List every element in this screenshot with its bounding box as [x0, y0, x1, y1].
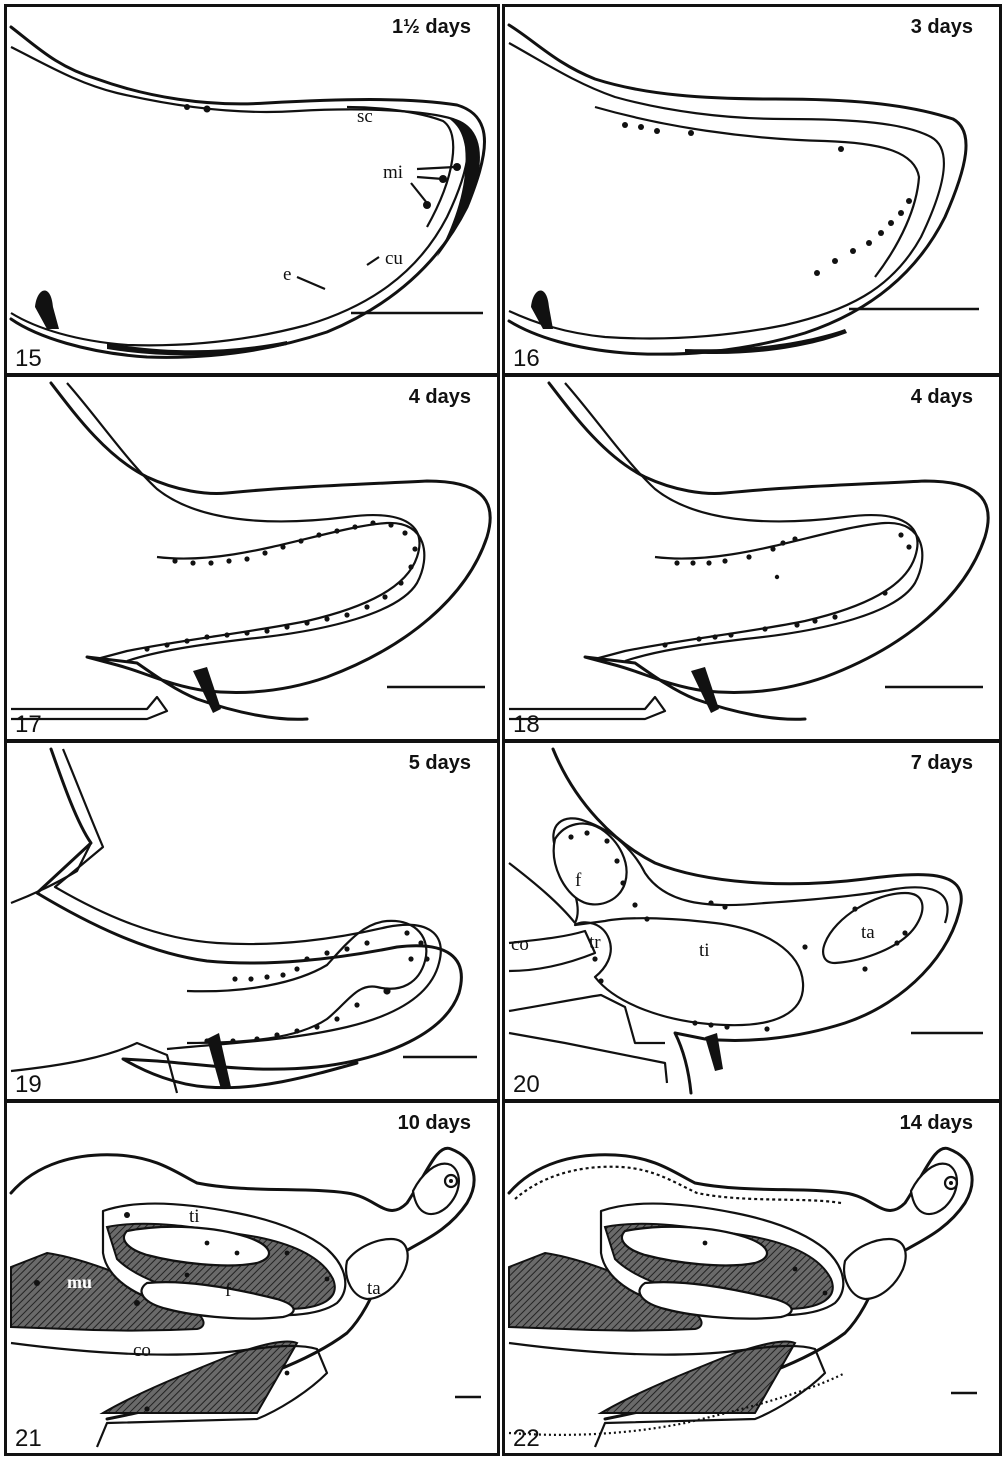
- leg-section-drawing: [7, 743, 497, 1099]
- panel-17: 4 days 17: [4, 374, 500, 742]
- label-e: e: [283, 265, 291, 284]
- panel-number: 16: [513, 347, 540, 371]
- age-label: 1½ days: [392, 17, 471, 37]
- panel-number: 20: [513, 1073, 540, 1097]
- label-mu: mu: [67, 1273, 92, 1291]
- age-label: 3 days: [911, 17, 973, 37]
- leg-section-drawing: [7, 7, 497, 373]
- panel-number: 22: [513, 1427, 540, 1451]
- leg-section-drawing: [7, 377, 497, 739]
- label-ta: ta: [861, 923, 875, 942]
- label-ti: ti: [189, 1207, 200, 1226]
- panel-21: 10 days ti mu f ta co 21: [4, 1100, 500, 1456]
- age-label: 10 days: [398, 1113, 471, 1133]
- leg-section-drawing: [505, 7, 999, 373]
- panel-22: 14 days 22: [502, 1100, 1002, 1456]
- label-tr: tr: [589, 933, 601, 952]
- label-ta: ta: [367, 1279, 381, 1298]
- panel-number: 15: [15, 347, 42, 371]
- age-label: 5 days: [409, 753, 471, 773]
- panel-18: 4 days 18: [502, 374, 1002, 742]
- panel-20: 7 days co f tr ti ta 20: [502, 740, 1002, 1102]
- leg-section-drawing: [505, 377, 999, 739]
- label-f: f: [575, 871, 581, 890]
- panel-19: 5 days 19: [4, 740, 500, 1102]
- label-mi: mi: [383, 163, 403, 182]
- age-label: 7 days: [911, 753, 973, 773]
- panel-number: 18: [513, 713, 540, 737]
- cell-dots: [144, 520, 417, 651]
- age-label: 4 days: [409, 387, 471, 407]
- label-co: co: [511, 935, 529, 954]
- label-cu: cu: [385, 249, 403, 268]
- age-label: 4 days: [911, 387, 973, 407]
- panel-number: 17: [15, 713, 42, 737]
- label-co: co: [133, 1341, 151, 1360]
- label-sc: sc: [357, 107, 373, 126]
- label-ti: ti: [699, 941, 710, 960]
- leg-section-drawing: [505, 1103, 999, 1453]
- cell-dots: [662, 532, 911, 647]
- panel-16: 3 days 16: [502, 4, 1002, 376]
- label-f: f: [225, 1281, 231, 1300]
- age-label: 14 days: [900, 1113, 973, 1133]
- leg-section-drawing: [505, 743, 999, 1099]
- panel-number: 19: [15, 1073, 42, 1097]
- panel-15: 1½ days sc mi cu e 15: [4, 4, 500, 376]
- panel-number: 21: [15, 1427, 42, 1451]
